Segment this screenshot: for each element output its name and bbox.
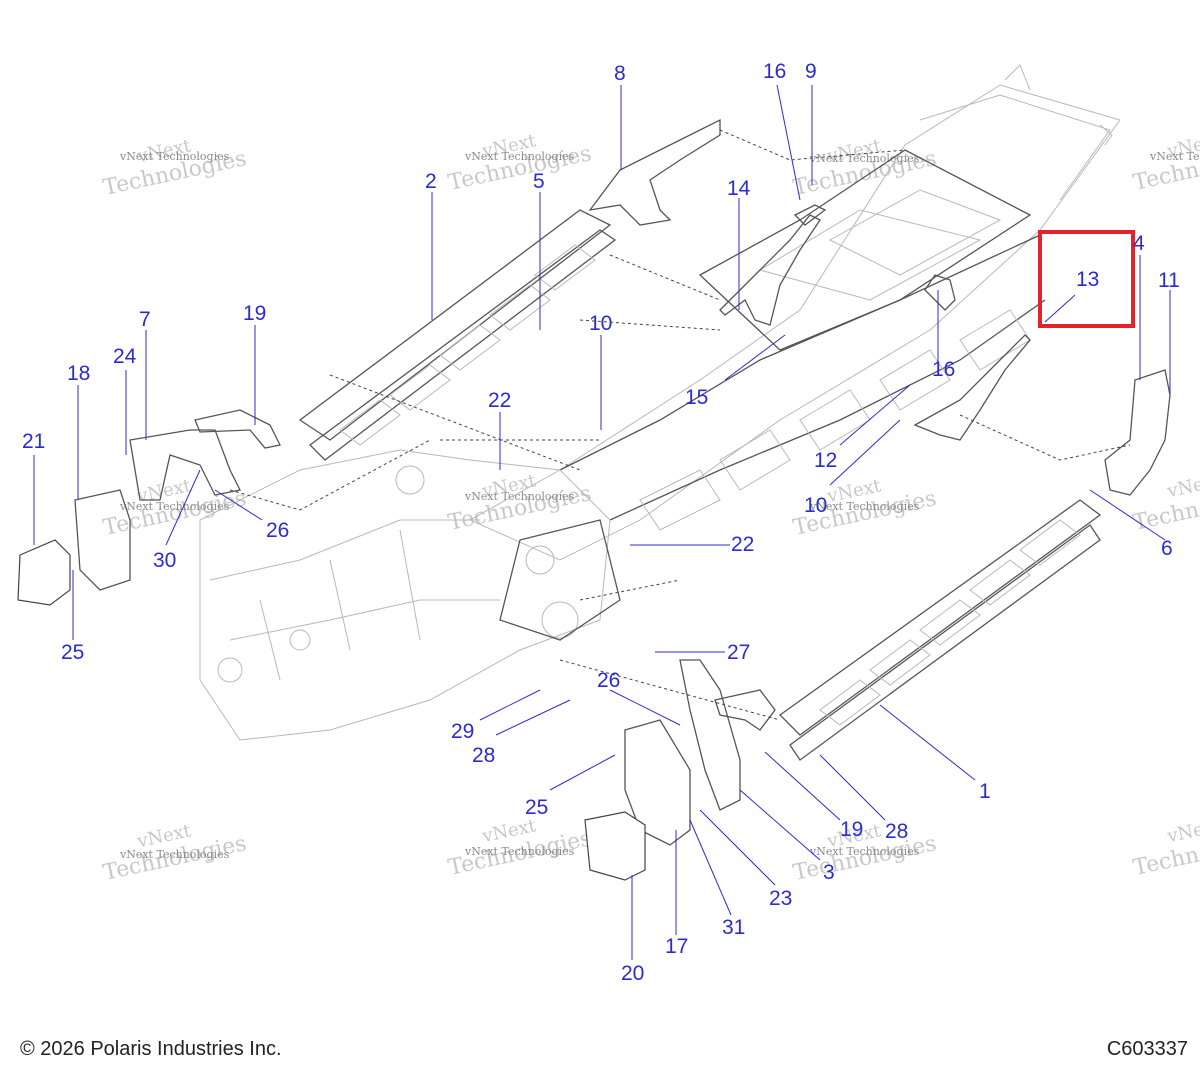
watermark-brand-3: vNext Technologies (809, 152, 920, 165)
callout-23[interactable]: 23 (769, 887, 792, 910)
callout-8[interactable]: 8 (614, 62, 626, 85)
watermark-10: vNext Technologies (446, 815, 594, 881)
alignment-lines (229, 129, 1131, 721)
callout-4[interactable]: 4 (1133, 232, 1145, 255)
callout-31[interactable]: 31 (722, 916, 745, 939)
callout-21[interactable]: 21 (22, 430, 45, 453)
callout-3[interactable]: 3 (823, 861, 835, 884)
running-board-right (778, 499, 1102, 761)
callout-2[interactable]: 2 (425, 170, 437, 193)
watermark-brand-9: vNext Technologies (119, 848, 230, 861)
watermark-brand-1: vNext Technologies (119, 150, 230, 163)
copyright-text: © 2026 Polaris Industries Inc. (20, 1038, 282, 1060)
callout-5[interactable]: 5 (533, 170, 545, 193)
callout-20[interactable]: 20 (621, 962, 644, 985)
callout-7[interactable]: 7 (139, 308, 151, 331)
callout-13[interactable]: 13 (1076, 268, 1099, 291)
callout-1[interactable]: 1 (979, 780, 991, 803)
callout-24[interactable]: 24 (113, 345, 137, 368)
callout-16-lower[interactable]: 16 (932, 358, 955, 381)
watermark-brand-6: vNext Technologies (464, 490, 575, 503)
highlight-box (1038, 230, 1135, 328)
callout-10-lower[interactable]: 10 (804, 494, 827, 517)
watermark-brand-10: vNext Technologies (464, 845, 575, 858)
callout-22-lower[interactable]: 22 (731, 533, 754, 556)
callout-19-lower[interactable]: 19 (840, 818, 863, 841)
callout-17[interactable]: 17 (665, 935, 688, 958)
callout-22-upper[interactable]: 22 (488, 389, 511, 412)
callout-14[interactable]: 14 (727, 177, 751, 200)
callout-30[interactable]: 30 (153, 549, 176, 572)
leader-lines (33, 84, 1171, 960)
callouts: 8 16 9 2 5 14 4 11 7 19 10 24 18 16 15 2… (22, 60, 1180, 985)
callout-28-left[interactable]: 28 (472, 744, 495, 767)
callout-29[interactable]: 29 (451, 720, 474, 743)
diagram-code: C603337 (1106, 1038, 1188, 1060)
callout-19-upper[interactable]: 19 (243, 302, 266, 325)
watermark-12: vNext Technologies (1131, 815, 1200, 881)
callout-26-right[interactable]: 26 (597, 669, 620, 692)
callout-16-upper[interactable]: 16 (763, 60, 786, 83)
callout-25-left[interactable]: 25 (61, 641, 84, 664)
callout-15[interactable]: 15 (685, 386, 708, 409)
callout-18[interactable]: 18 (67, 362, 90, 385)
callout-25-right[interactable]: 25 (525, 796, 548, 819)
watermark-brand-11: vNext Technologies (809, 845, 920, 858)
front-chassis (199, 449, 621, 741)
running-board-left (298, 209, 617, 461)
watermark-8: vNext Technologies (1131, 470, 1200, 536)
callout-27[interactable]: 27 (727, 641, 750, 664)
watermark-brand-7: vNext Technologies (809, 500, 920, 513)
callout-28-right[interactable]: 28 (885, 820, 908, 843)
watermark-brand-2: vNext Technologies (464, 150, 575, 163)
brackets (17, 118, 1171, 881)
callout-10-upper[interactable]: 10 (589, 312, 612, 335)
callout-9[interactable]: 9 (805, 60, 817, 83)
callout-12[interactable]: 12 (814, 449, 837, 472)
callout-26-left[interactable]: 26 (266, 519, 289, 542)
watermark-brand-5: vNext Technologies (119, 500, 230, 513)
callout-6[interactable]: 6 (1161, 537, 1173, 560)
watermark-brand-4: vNext Technologies (1149, 150, 1200, 163)
callout-11[interactable]: 11 (1158, 269, 1180, 292)
